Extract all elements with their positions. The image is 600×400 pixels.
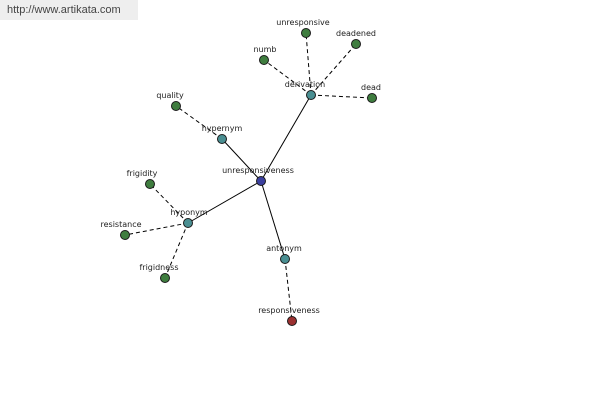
node-label-dead: dead xyxy=(361,83,381,92)
edge-derivation-numb xyxy=(263,59,312,96)
node-label-resistance: resistance xyxy=(100,220,141,229)
node-dot-quality[interactable] xyxy=(171,101,181,111)
edge-unresponsiveness-derivation xyxy=(260,94,312,182)
node-resistance[interactable]: resistance xyxy=(100,220,142,240)
edge-hypernym-quality xyxy=(175,105,223,140)
edge-unresponsiveness-hyponym xyxy=(187,180,262,224)
node-label-antonym: antonym xyxy=(266,244,302,253)
node-label-unresponsiveness: unresponsiveness xyxy=(222,166,294,175)
node-label-deadened: deadened xyxy=(336,29,376,38)
edge-hyponym-resistance xyxy=(124,222,189,236)
node-hyponym[interactable]: hyponym xyxy=(170,208,208,228)
node-hypernym[interactable]: hypernym xyxy=(202,124,243,144)
node-numb[interactable]: numb xyxy=(253,45,277,65)
edge-hyponym-frigidness xyxy=(164,222,189,279)
node-derivation[interactable]: derivation xyxy=(285,80,325,100)
node-quality[interactable]: quality xyxy=(156,91,184,111)
node-dot-unresponsive[interactable] xyxy=(301,28,311,38)
watermark-banner: http://www.artikata.com xyxy=(0,0,138,20)
node-dead[interactable]: dead xyxy=(361,83,381,103)
edge-hyponym-frigidity xyxy=(149,183,189,224)
node-dot-antonym[interactable] xyxy=(280,254,290,264)
node-dot-hyponym[interactable] xyxy=(183,218,193,228)
node-antonym[interactable]: antonym xyxy=(266,244,302,264)
node-dot-responsiveness[interactable] xyxy=(287,316,297,326)
node-label-frigidness: frigidness xyxy=(139,263,178,272)
node-label-responsiveness: responsiveness xyxy=(258,306,320,315)
node-dot-dead[interactable] xyxy=(367,93,377,103)
edge-layer xyxy=(124,32,373,322)
node-label-hyponym: hyponym xyxy=(170,208,208,217)
node-label-unresponsive: unresponsive xyxy=(276,18,330,27)
node-dot-unresponsiveness[interactable] xyxy=(256,176,266,186)
node-layer: unresponsiveness hypernym derivation hypony… xyxy=(100,18,381,326)
node-dot-hypernym[interactable] xyxy=(217,134,227,144)
node-frigidity[interactable]: frigidity xyxy=(127,169,158,189)
node-dot-frigidity[interactable] xyxy=(145,179,155,189)
node-label-derivation: derivation xyxy=(285,80,325,89)
node-label-quality: quality xyxy=(156,91,184,100)
node-unresponsive[interactable]: unresponsive xyxy=(276,18,330,38)
node-deadened[interactable]: deadened xyxy=(336,29,376,49)
node-label-hypernym: hypernym xyxy=(202,124,243,133)
node-dot-resistance[interactable] xyxy=(120,230,130,240)
node-frigidness[interactable]: frigidness xyxy=(139,263,179,283)
node-label-frigidity: frigidity xyxy=(127,169,158,178)
edge-derivation-unresponsive xyxy=(305,32,312,96)
edge-antonym-responsiveness xyxy=(284,258,293,322)
node-responsiveness[interactable]: responsiveness xyxy=(258,306,320,326)
edge-unresponsiveness-antonym xyxy=(260,180,286,260)
node-dot-deadened[interactable] xyxy=(351,39,361,49)
edge-unresponsiveness-hypernym xyxy=(221,138,262,182)
edge-derivation-deadened xyxy=(310,43,357,96)
node-dot-numb[interactable] xyxy=(259,55,269,65)
node-dot-derivation[interactable] xyxy=(306,90,316,100)
node-dot-frigidness[interactable] xyxy=(160,273,170,283)
edge-derivation-dead xyxy=(310,94,373,99)
node-unresponsiveness[interactable]: unresponsiveness xyxy=(222,166,294,186)
node-label-numb: numb xyxy=(253,45,276,54)
watermark-url: http://www.artikata.com xyxy=(7,4,121,16)
